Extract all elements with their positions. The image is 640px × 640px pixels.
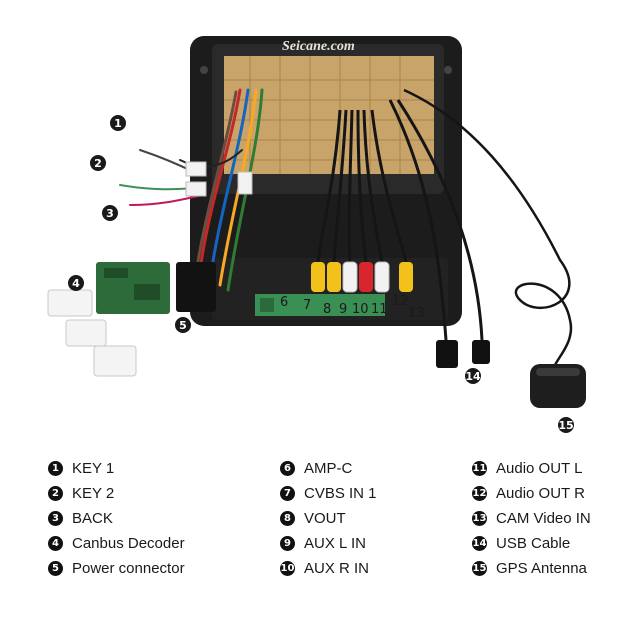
callout-9: 9 — [339, 302, 347, 317]
svg-text:2: 2 — [94, 157, 102, 170]
rca-cables — [311, 109, 413, 293]
legend-item: 11 Audio OUT L — [472, 458, 591, 479]
key-connector — [185, 181, 207, 197]
callout-15: 15 — [558, 417, 574, 433]
legend-label: CAM Video IN — [496, 510, 591, 527]
number-badge: 8 — [280, 511, 295, 526]
legend-item: 8 VOUT — [280, 508, 377, 529]
callout-4: 4 — [68, 275, 84, 291]
legend-label: AUX R IN — [304, 560, 370, 577]
number-badge: 14 — [472, 536, 487, 551]
legend-item: 2 KEY 2 — [48, 483, 185, 504]
number-badge: 1 — [48, 461, 63, 476]
usb-plug — [436, 340, 458, 368]
svg-text:1: 1 — [114, 117, 122, 130]
legend-item: 4 Canbus Decoder — [48, 533, 185, 554]
rca-jack-yellow — [311, 262, 325, 292]
callout-13: 13 — [408, 306, 425, 321]
svg-text:5: 5 — [179, 319, 187, 332]
canbus-decoder — [96, 262, 170, 314]
callout-6: 6 — [280, 295, 288, 310]
key-connector — [185, 161, 207, 177]
number-badge: 6 — [280, 461, 295, 476]
legend-column-3: 11 Audio OUT L 12 Audio OUT R 13 CAM Video … — [472, 458, 591, 579]
svg-text:3: 3 — [106, 207, 114, 220]
usb-cables — [388, 99, 490, 368]
legend-label: Audio OUT R — [496, 485, 585, 502]
gps-antenna — [403, 88, 586, 408]
legend-label: AUX L IN — [304, 535, 366, 552]
photo-callouts: 1 2 3 4 5 6 7 8 9 10 11 12 13 14 15 — [68, 115, 574, 433]
callout-11: 11 — [371, 302, 388, 317]
legend-item: 9 AUX L IN — [280, 533, 377, 554]
legend-item: 14 USB Cable — [472, 533, 591, 554]
number-badge: 4 — [48, 536, 63, 551]
callout-3: 3 — [102, 205, 118, 221]
power-connector-block — [176, 262, 216, 312]
number-badge: 13 — [472, 511, 487, 526]
callout-8: 8 — [323, 302, 331, 317]
legend-item: 1 KEY 1 — [48, 458, 185, 479]
legend-label: CVBS IN 1 — [304, 485, 377, 502]
watermark: Seicane.com — [282, 39, 355, 54]
legend-item: 12 Audio OUT R — [472, 483, 591, 504]
usb-plug — [472, 340, 490, 364]
power-plugs — [47, 289, 137, 377]
callout-12: 12 — [392, 294, 409, 309]
legend-label: USB Cable — [496, 535, 571, 552]
legend-item: 5 Power connector — [48, 558, 185, 579]
legend-item: 15 GPS Antenna — [472, 558, 591, 579]
legend-label: Audio OUT L — [496, 460, 583, 477]
legend-item: 13 CAM Video IN — [472, 508, 591, 529]
legend-label: Canbus Decoder — [72, 535, 185, 552]
legend-label: VOUT — [304, 510, 346, 527]
rca-jack-yellow — [327, 262, 341, 292]
rca-jack-yellow — [399, 262, 413, 292]
legend-column-1: 1 KEY 1 2 KEY 2 3 BACK 4 Canbus Decoder 5 Pow… — [48, 458, 185, 579]
key-connector — [237, 171, 253, 195]
rca-jack-white — [374, 261, 390, 293]
legend-label: AMP-C — [304, 460, 353, 477]
callout-5: 5 — [175, 317, 191, 333]
svg-text:15: 15 — [558, 419, 573, 432]
callout-14: 14 — [465, 368, 481, 384]
legend-label: BACK — [72, 510, 113, 527]
amp-connector-strip — [255, 294, 385, 316]
number-badge: 2 — [48, 486, 63, 501]
pcb-panel — [224, 56, 434, 174]
callout-2: 2 — [90, 155, 106, 171]
svg-text:4: 4 — [72, 277, 80, 290]
legend-item: 3 BACK — [48, 508, 185, 529]
number-badge: 12 — [472, 486, 487, 501]
svg-text:14: 14 — [465, 370, 481, 383]
legend-label: KEY 1 — [72, 460, 115, 477]
legend-item: 10 AUX R IN — [280, 558, 377, 579]
number-badge: 10 — [280, 561, 295, 576]
number-badge: 3 — [48, 511, 63, 526]
callout-7: 7 — [303, 298, 311, 313]
number-badge: 15 — [472, 561, 487, 576]
rca-jack-red — [359, 262, 373, 292]
legend-item: 7 CVBS IN 1 — [280, 483, 377, 504]
number-badge: 5 — [48, 561, 63, 576]
legend-column-2: 6 AMP-C 7 CVBS IN 1 8 VOUT 9 AUX L IN 10 AUX … — [280, 458, 377, 579]
number-badge: 11 — [472, 461, 487, 476]
legend-label: KEY 2 — [72, 485, 115, 502]
callout-10: 10 — [352, 302, 369, 317]
legend-item: 6 AMP-C — [280, 458, 377, 479]
rca-jack-white — [342, 261, 358, 293]
number-badge: 7 — [280, 486, 295, 501]
product-photo: Seicane.com — [47, 36, 586, 433]
callout-1: 1 — [110, 115, 126, 131]
legend-label: Power connector — [72, 560, 185, 577]
legend-label: GPS Antenna — [496, 560, 587, 577]
number-badge: 9 — [280, 536, 295, 551]
